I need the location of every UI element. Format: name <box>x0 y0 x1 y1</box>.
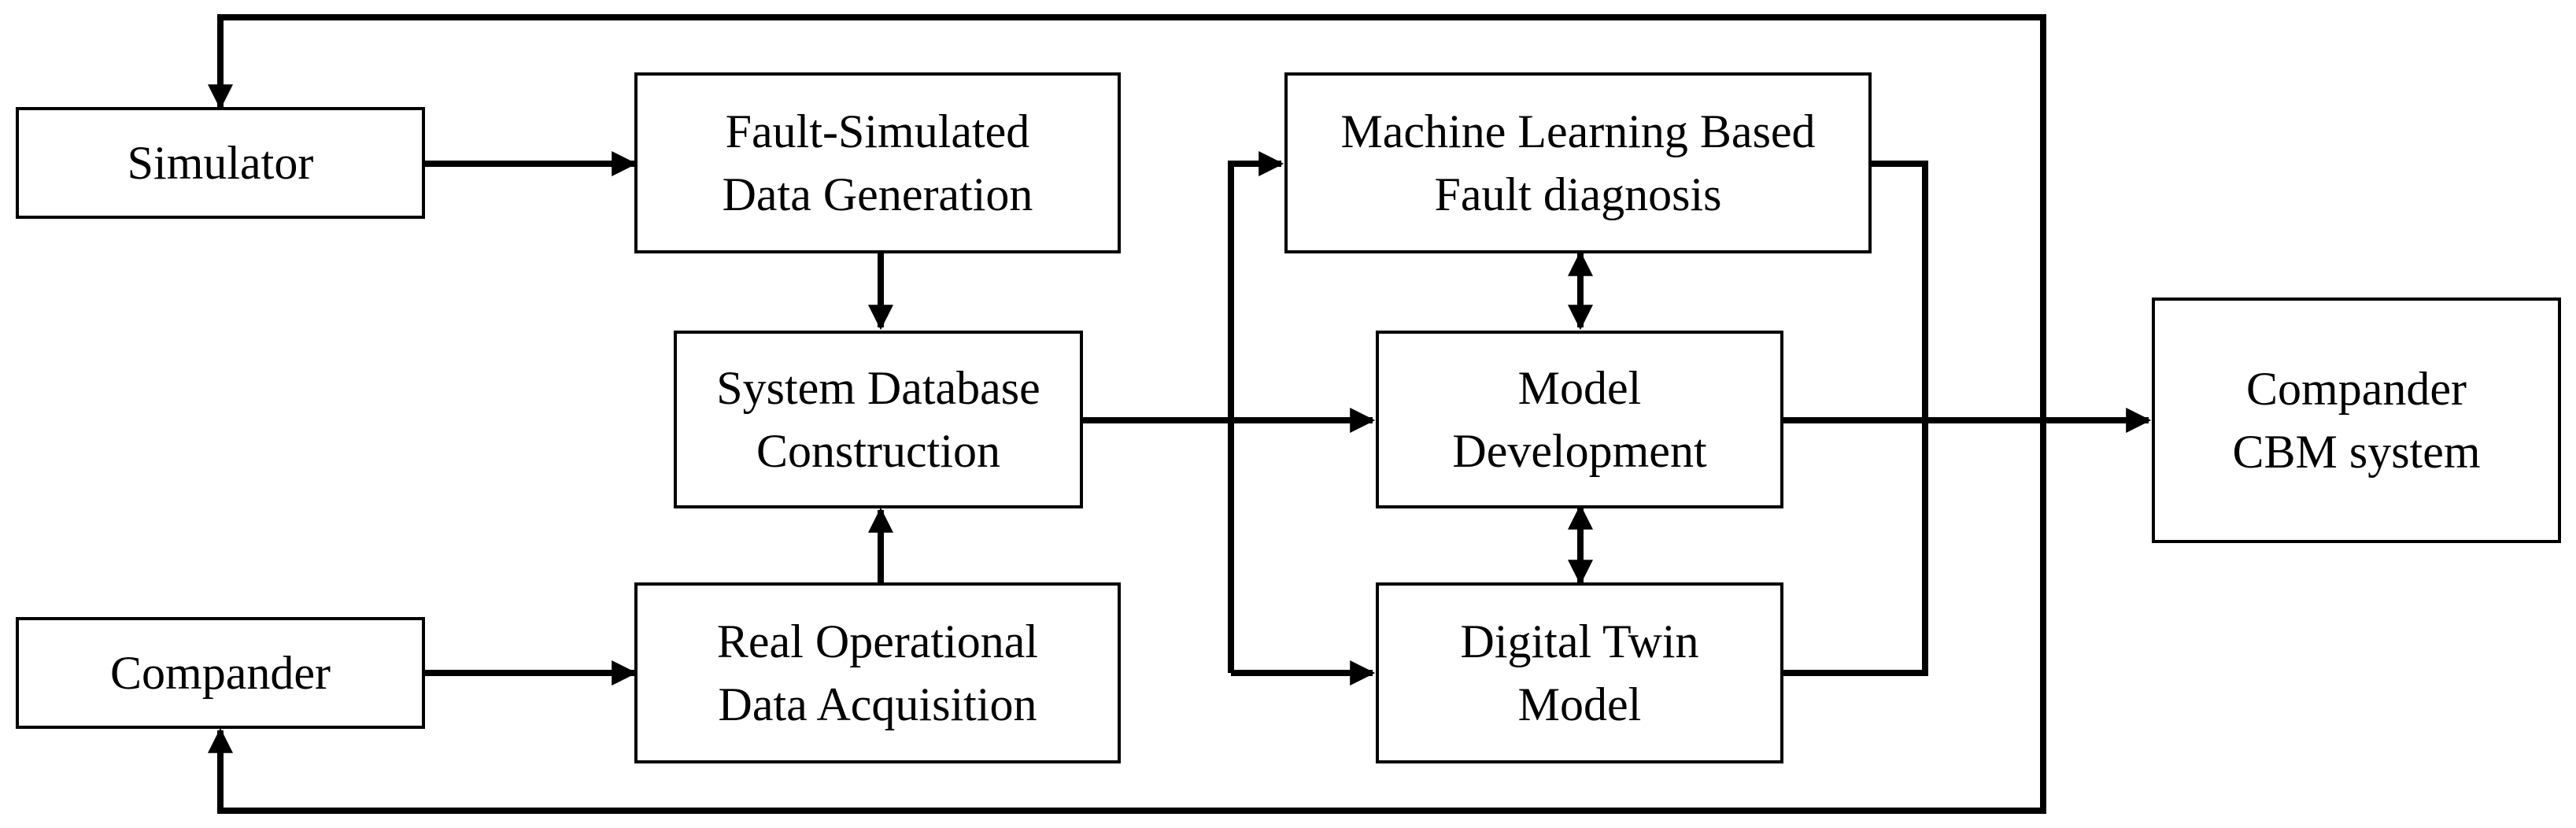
digital-twin-model-box: Digital Twin Model <box>1376 582 1783 763</box>
twin-output-line <box>1783 420 1928 676</box>
cbm-label-line2: CBM system <box>2232 426 2481 478</box>
real-operational-data-acquisition-box: Real Operational Data Acquisition <box>634 582 1121 763</box>
simulator-box: Simulator <box>16 107 425 219</box>
feedback-to-compander-arrow <box>208 72 2046 814</box>
real-operational-label-line2: Data Acquisition <box>718 678 1037 730</box>
compander-cbm-system-box: Compander CBM system <box>2152 298 2561 543</box>
feedback-to-simulator-arrow <box>208 14 2046 110</box>
ml-fault-diagnosis-box: Machine Learning Based Fault diagnosis <box>1284 72 1872 253</box>
ml-fault-label-line1: Machine Learning Based <box>1340 105 1816 157</box>
fault-simulated-label-line2: Data Generation <box>722 168 1033 220</box>
simulator-label: Simulator <box>127 137 314 189</box>
ml-fault-label-line2: Fault diagnosis <box>1434 168 1722 220</box>
digital-twin-label-line1: Digital Twin <box>1460 615 1699 667</box>
cbm-label-line1: Compander <box>2246 363 2467 415</box>
system-database-construction-box: System Database Construction <box>674 331 1083 508</box>
ml-output-line <box>1872 161 1928 420</box>
fault-simulated-data-generation-box: Fault-Simulated Data Generation <box>634 72 1121 253</box>
system-database-label-line1: System Database <box>716 362 1040 414</box>
system-database-label-line2: Construction <box>756 425 1000 477</box>
model-development-label-line1: Model <box>1517 362 1642 414</box>
model-development-box: Model Development <box>1376 331 1783 508</box>
digital-twin-label-line2: Model <box>1517 678 1642 730</box>
real-operational-label-line1: Real Operational <box>716 615 1039 667</box>
fault-simulated-label-line1: Fault-Simulated <box>725 105 1030 157</box>
compander-label: Compander <box>110 647 331 699</box>
compander-box: Compander <box>16 617 425 729</box>
model-development-label-line2: Development <box>1452 425 1707 477</box>
